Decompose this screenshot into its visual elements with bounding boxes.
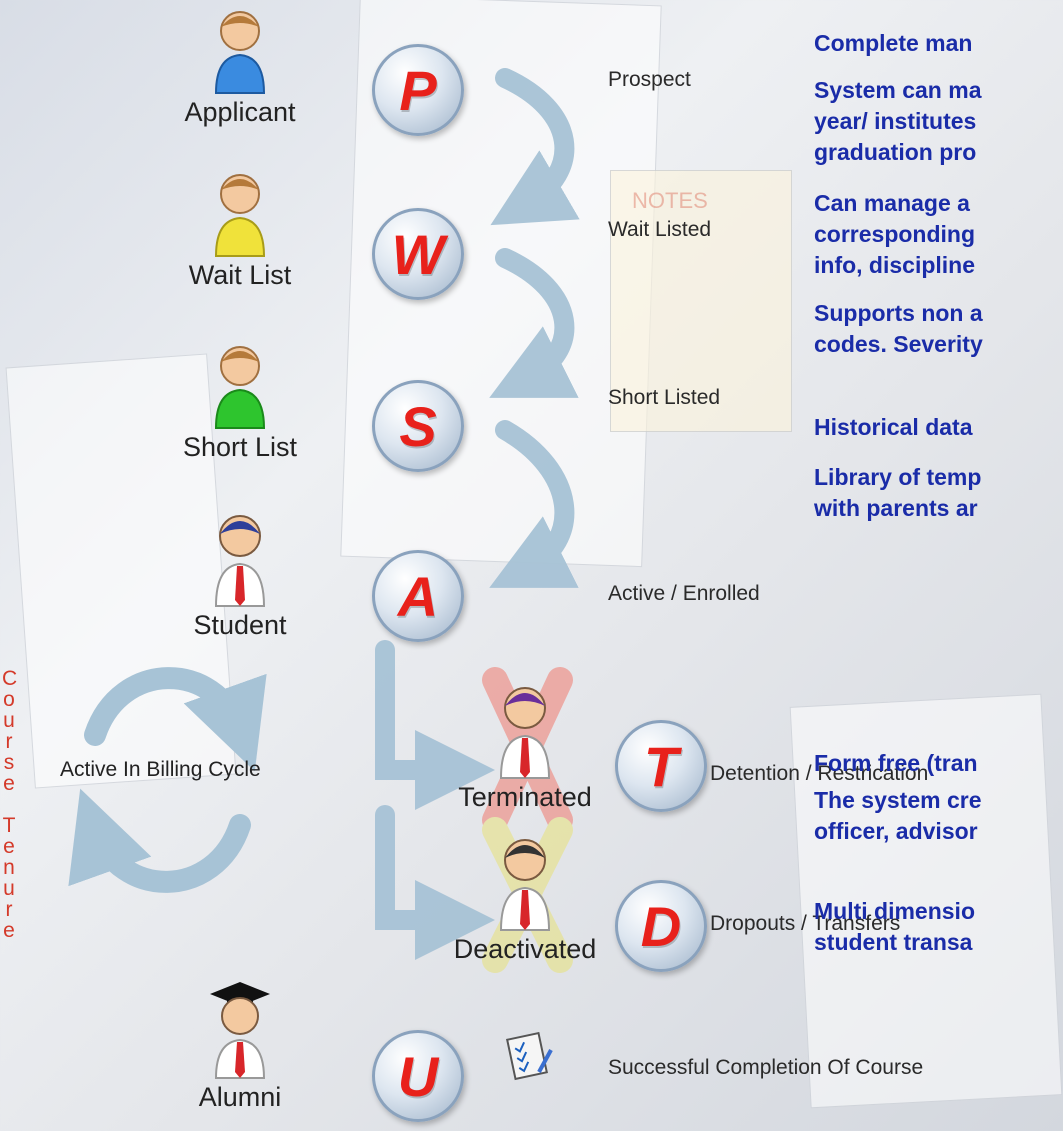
arrow-a-to-d <box>375 805 495 960</box>
stage-waitlisted: Wait Listed <box>608 218 712 241</box>
tenure-letter: r <box>5 898 13 921</box>
persona-label: Student <box>193 610 287 640</box>
checklist-document-icon <box>506 1032 553 1081</box>
persona-label: Deactivated <box>453 934 597 964</box>
tenure-letter <box>2 794 16 815</box>
badge-active: A <box>372 550 464 642</box>
badge-alumni: U <box>372 1030 464 1122</box>
background-notes-label: NOTES <box>632 188 708 213</box>
feature-point: Complete man <box>814 30 973 56</box>
terminated-person-icon <box>499 687 551 779</box>
stage-prospect: Prospect <box>608 68 691 91</box>
alumni-graduate-icon <box>210 982 270 1079</box>
tenure-letter: s <box>3 751 15 774</box>
persona-label: Short List <box>182 432 298 462</box>
badge-terminated: T <box>615 720 707 812</box>
billing-cycle-label: Active In Billing Cycle <box>60 758 261 781</box>
persona-waitlist: Wait List <box>165 168 315 291</box>
deactivated-person-icon <box>499 839 551 931</box>
tenure-letter: C <box>2 667 18 690</box>
arrow-s-to-a <box>489 420 579 588</box>
persona-student: Student <box>165 508 315 641</box>
tenure-letter: n <box>3 856 15 879</box>
background-paper-notes <box>610 170 792 432</box>
tenure-letter: o <box>3 688 15 711</box>
tenure-letter: e <box>3 772 15 795</box>
applicant-person-icon <box>214 11 266 94</box>
tenure-letter: T <box>2 814 16 837</box>
feature-point: Can manage a corresponding info, discipl… <box>814 190 976 278</box>
stage-completion: Successful Completion Of Course <box>608 1056 924 1079</box>
badge-letter: P <box>399 58 437 122</box>
persona-applicant: Applicant <box>165 5 315 128</box>
billing-cycle-arrow-bottom <box>68 788 251 893</box>
persona-label: Terminated <box>458 782 592 812</box>
persona-terminated: Terminated <box>450 680 600 813</box>
tenure-letter: u <box>3 709 15 732</box>
badge-letter: A <box>397 564 439 628</box>
arrow-p-to-w <box>490 68 580 226</box>
student-person-icon <box>214 515 266 607</box>
tenure-letter: e <box>3 919 15 942</box>
feature-point: Library of temp with parents ar <box>814 464 982 521</box>
stage-active: Active / Enrolled <box>608 582 760 605</box>
feature-point: The system cre officer, advisor <box>814 787 982 844</box>
stage-shortlisted: Short Listed <box>608 386 721 409</box>
billing-cycle-arrow-top <box>84 667 267 772</box>
badge-letter: U <box>397 1044 439 1108</box>
persona-alumni: Alumni <box>165 980 315 1113</box>
badge-shortlisted: S <box>372 380 464 472</box>
feature-point: Multi dimensio student transa <box>814 898 975 955</box>
badge-dropout: D <box>615 880 707 972</box>
tenure-letter: r <box>5 730 13 753</box>
waitlist-person-icon <box>214 174 266 257</box>
feature-point: System can ma year/ institutes graduatio… <box>814 77 982 165</box>
arrow-w-to-s <box>489 248 579 398</box>
persona-label: Alumni <box>198 1082 282 1112</box>
badge-waitlisted: W <box>372 208 464 300</box>
tenure-letter: e <box>3 835 15 858</box>
stage-detention: Detention / Restrication <box>710 762 929 785</box>
feature-point: Supports non a codes. Severity <box>814 300 983 357</box>
arrow-a-to-t <box>375 640 495 810</box>
persona-deactivated: Deactivated <box>450 832 600 965</box>
tenure-letter: u <box>3 877 15 900</box>
feature-point: Form free (tran <box>814 750 978 776</box>
persona-shortlist: Short List <box>165 340 315 463</box>
badge-letter: W <box>391 222 445 286</box>
badge-prospect: P <box>372 44 464 136</box>
shortlist-person-icon <box>214 346 266 429</box>
badge-letter: D <box>640 894 682 958</box>
badge-letter: S <box>399 394 437 458</box>
feature-point: Historical data <box>814 414 973 440</box>
badge-letter: T <box>643 734 679 798</box>
persona-label: Applicant <box>184 97 296 127</box>
persona-label: Wait List <box>188 260 292 290</box>
stage-dropouts: Dropouts / Transfers <box>710 912 901 935</box>
